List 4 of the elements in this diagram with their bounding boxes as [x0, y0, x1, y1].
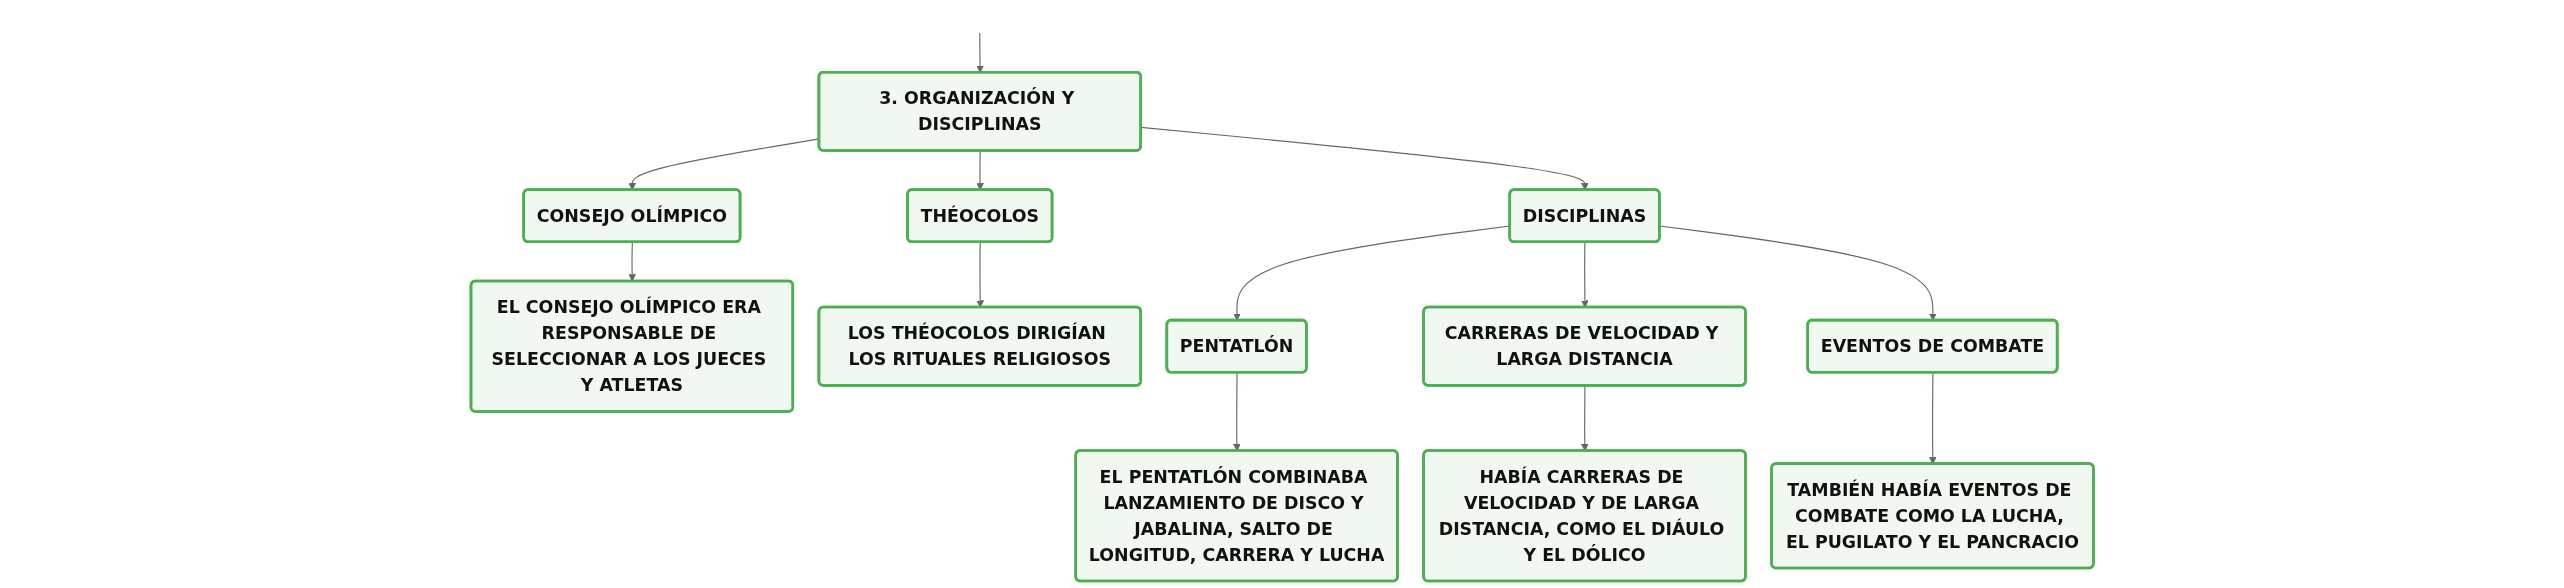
arrow: [1659, 225, 1937, 321]
arrow: [976, 241, 984, 308]
arrow: [976, 32, 984, 73]
arrow: [1580, 241, 1589, 308]
